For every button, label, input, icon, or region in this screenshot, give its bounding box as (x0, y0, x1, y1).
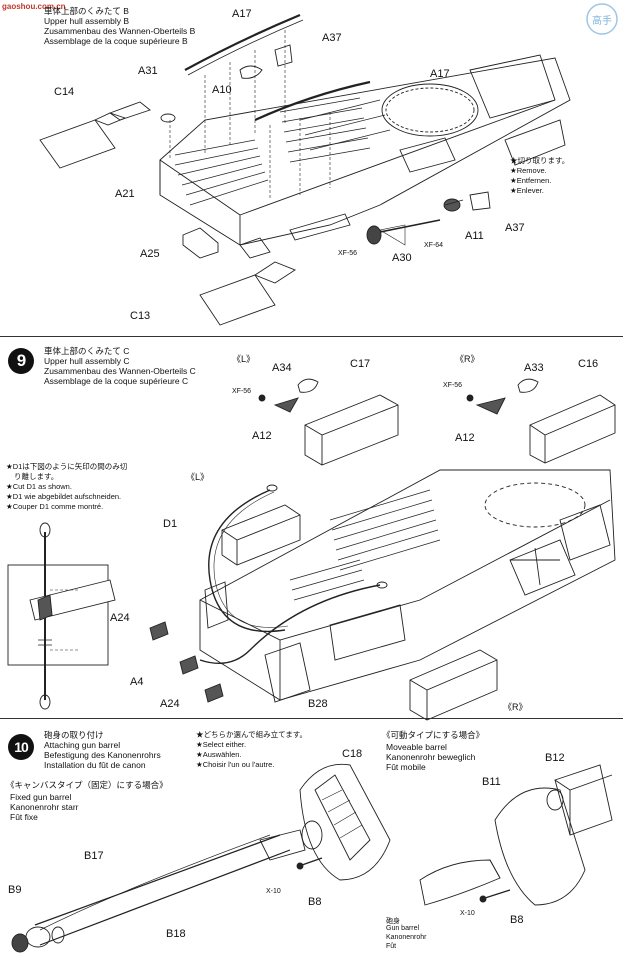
remove-note-en: ★Remove. (510, 166, 547, 175)
divider-step8-step9 (0, 336, 623, 337)
step9-title-de: Zusammenbau des Wannen-Oberteils C (44, 366, 196, 376)
screw-label-x10-right: X-10 (460, 910, 475, 917)
part-label-b12: B12 (545, 752, 565, 764)
watermark-logo-icon (586, 3, 618, 35)
part-label-a37: A37 (505, 222, 525, 234)
part-label-a11: A11 (465, 230, 484, 242)
part-label-a33: A33 (524, 362, 544, 374)
part-label-b18: B18 (166, 928, 186, 940)
part-label-b9: B9 (8, 884, 22, 896)
part-label-a24: A24 (110, 612, 130, 624)
remove-note-de: ★Entfernen. (510, 176, 552, 185)
step8-title-de: Zusammenbau des Wannen-Oberteils B (44, 26, 196, 36)
barrel-label-de: Kanonenrohr (386, 934, 427, 941)
part-label-b8: B8 (308, 896, 322, 908)
part-label-a24: A24 (160, 698, 180, 710)
remove-note-jp: ★切り取ります。 (510, 156, 570, 165)
part-label-c16: C16 (578, 358, 599, 370)
step10-title-fr: Installation du fût de canon (44, 760, 146, 770)
select-note-en: ★Select either. (196, 740, 247, 749)
step9-number: 9 (8, 348, 34, 374)
step9-title-fr: Assemblage de la coque supérieure C (44, 376, 189, 386)
side-label-left-lower: 《L》 (186, 472, 210, 482)
barrel-label-fr: Fût (386, 943, 397, 950)
barrel-label-en: Gun barrel (386, 925, 420, 932)
part-label-a17: A17 (430, 68, 450, 80)
remove-note-fr: ★Enlever. (510, 186, 544, 195)
paint-label-xf56-right: XF-56 (443, 382, 463, 389)
cut-note-fr: ★Couper D1 comme montré. (6, 502, 104, 511)
part-label-b11: B11 (482, 776, 501, 788)
part-label-a17: A17 (232, 8, 252, 20)
step8-title-jp: 車体上部のくみたて B (44, 6, 129, 16)
step9-hull-drawing (7, 378, 616, 721)
fixed-title-jp: 《キャンバスタイプ（固定）にする場合》 (6, 780, 168, 790)
step9-title-jp: 車体上部のくみたて C (44, 346, 130, 356)
part-label-c13: C13 (130, 310, 151, 322)
part-label-a21: A21 (115, 188, 135, 200)
part-label-a31: A31 (138, 65, 158, 77)
select-note-fr: ★Choisir l'un ou l'autre. (196, 760, 275, 769)
step10-title-de: Befestigung des Kanonenrohrs (44, 750, 161, 760)
cut-note-jp-1: ★D1は下図のように矢印の間のみ切 (6, 462, 128, 471)
paint-label-xf56-left: XF-56 (232, 388, 252, 395)
step8-title-en: Upper hull assembly B (44, 16, 130, 26)
step10-barrel-drawing (11, 763, 613, 953)
part-label-b8: B8 (510, 914, 524, 926)
part-label-a30: A30 (392, 252, 412, 264)
paint-label-xf56: XF-56 (338, 250, 358, 257)
watermark-logo-text: 高手 (592, 16, 612, 27)
part-label-b17: B17 (84, 850, 104, 862)
fixed-title-fr: Fût fixe (10, 812, 38, 822)
step8-hull-drawing (39, 13, 571, 326)
part-label-a37: A37 (322, 32, 342, 44)
select-note-de: ★Auswählen. (196, 750, 242, 759)
select-note-jp: ★どちらか選んで組み立てます。 (196, 730, 307, 739)
step10-title-en: Attaching gun barrel (44, 740, 121, 750)
side-label-left: 《L》 (232, 354, 256, 364)
cut-note-en: ★Cut D1 as shown. (6, 482, 72, 491)
movable-title-jp: 《可動タイプにする場合》 (382, 730, 485, 740)
part-label-c17: C17 (350, 358, 371, 370)
cut-note-jp-2: り離します。 (14, 472, 59, 481)
step10-title-jp: 砲身の取り付け (44, 730, 104, 740)
movable-title-de: Kanonenrohr beweglich (386, 752, 476, 762)
movable-title-en: Moveable barrel (386, 742, 447, 752)
part-label-d1: D1 (163, 518, 178, 530)
paint-label-xf64: XF-64 (424, 242, 444, 249)
part-label-c18: C18 (342, 748, 363, 760)
screw-label-x10-left: X-10 (266, 888, 281, 895)
divider-step9-step10 (0, 718, 623, 719)
movable-title-fr: Fût mobile (386, 762, 426, 772)
side-label-right-lower: 《R》 (503, 702, 528, 712)
part-label-c14: C14 (54, 86, 75, 98)
fixed-title-en: Fixed gun barrel (10, 792, 72, 802)
part-label-a12-left: A12 (252, 430, 272, 442)
part-label-b28: B28 (308, 698, 328, 710)
step8-title-fr: Assemblage de la coque supérieure B (44, 36, 188, 46)
part-label-a34: A34 (272, 362, 292, 374)
fixed-title-de: Kanonenrohr starr (10, 802, 79, 812)
part-label-a10: A10 (212, 84, 232, 96)
part-label-a25: A25 (140, 248, 160, 260)
cut-note-de: ★D1 wie abgebildet aufschneiden. (6, 492, 122, 501)
side-label-right: 《R》 (455, 354, 480, 364)
step10-number: 10 (8, 734, 34, 760)
step9-title-en: Upper hull assembly C (44, 356, 130, 366)
watermark-url: gaoshou.com.cn (2, 2, 66, 11)
part-label-a4: A4 (130, 676, 144, 688)
part-label-a12-right: A12 (455, 432, 475, 444)
barrel-label-jp: 砲身 (386, 918, 400, 925)
